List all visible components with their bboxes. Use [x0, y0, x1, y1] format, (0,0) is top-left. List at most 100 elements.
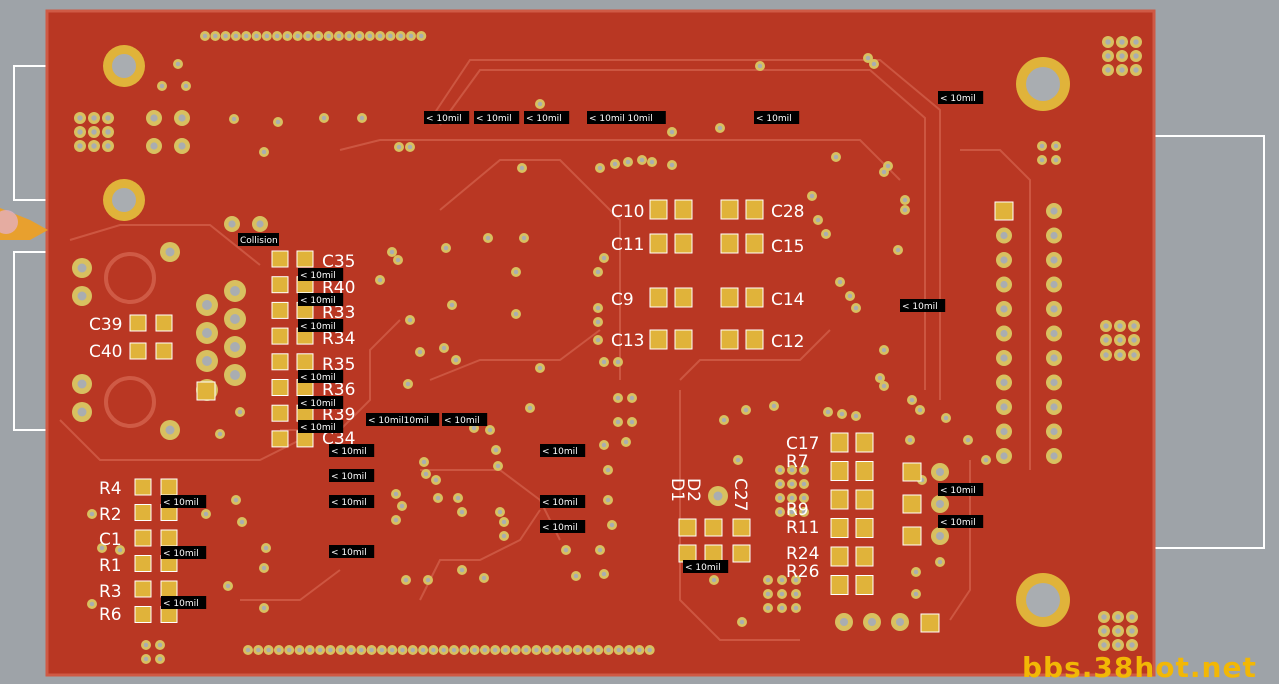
ref-r33[interactable]: R33 [322, 303, 355, 323]
smd-pad[interactable] [674, 329, 693, 350]
th-pad-square[interactable] [902, 494, 922, 514]
drc-clearance-marker[interactable]: < 10mil [442, 413, 488, 426]
smd-pad[interactable] [678, 518, 697, 537]
drc-clearance-marker[interactable]: < 10mil10mil [366, 413, 440, 426]
smd-pad[interactable] [720, 287, 739, 308]
smd-pad[interactable] [160, 478, 178, 496]
drc-clearance-marker[interactable]: < 10mil [540, 495, 586, 508]
smd-pad[interactable] [830, 518, 849, 538]
drc-clearance-marker[interactable]: < 10mil [938, 515, 984, 528]
smd-pad[interactable] [271, 404, 289, 422]
smd-pad[interactable] [271, 327, 289, 345]
ref-r4[interactable]: R4 [99, 479, 122, 499]
smd-pad[interactable] [830, 575, 849, 595]
smd-pad[interactable] [855, 518, 874, 538]
ref-c11[interactable]: C11 [611, 235, 645, 255]
ref-r26[interactable]: R26 [786, 562, 819, 582]
drc-clearance-marker[interactable]: < 10mil [161, 596, 207, 609]
ref-r2[interactable]: R2 [99, 505, 122, 525]
ref-c39[interactable]: C39 [89, 315, 123, 335]
smd-pad[interactable] [745, 233, 764, 254]
smd-pad[interactable] [296, 353, 314, 371]
smd-pad[interactable] [134, 580, 152, 598]
smd-pad[interactable] [745, 287, 764, 308]
smd-pad[interactable] [855, 575, 874, 595]
ref-c28[interactable]: C28 [771, 202, 805, 222]
ref-c10[interactable]: C10 [611, 202, 645, 222]
drc-collision-marker[interactable]: Collision [238, 233, 279, 246]
smd-pad[interactable] [271, 379, 289, 396]
smd-pad[interactable] [160, 529, 178, 547]
smd-pad[interactable] [855, 489, 874, 510]
th-pad-square[interactable] [902, 462, 922, 482]
drc-clearance-marker[interactable]: < 10mil [329, 495, 375, 508]
smd-pad[interactable] [271, 353, 289, 371]
smd-pad[interactable] [732, 544, 751, 563]
smd-pad[interactable] [649, 287, 668, 308]
smd-pad[interactable] [830, 489, 849, 510]
drc-clearance-marker[interactable]: < 10mil [298, 420, 344, 433]
drc-clearance-marker[interactable]: < 10mil [474, 111, 520, 124]
drc-clearance-marker[interactable]: < 10mil [938, 483, 984, 496]
ref-d2[interactable]: D2 [683, 478, 703, 502]
ref-c1[interactable]: C1 [99, 530, 122, 550]
smd-pad[interactable] [720, 199, 739, 220]
ref-c13[interactable]: C13 [611, 331, 645, 351]
smd-pad[interactable] [271, 250, 289, 268]
smd-pad[interactable] [732, 518, 751, 537]
smd-pad[interactable] [649, 233, 668, 254]
smd-pad[interactable] [134, 504, 152, 521]
ref-c15[interactable]: C15 [771, 237, 805, 257]
drc-clearance-marker[interactable]: < 10mil [329, 469, 375, 482]
smd-pad[interactable] [674, 287, 693, 308]
ref-d1[interactable]: D1 [667, 478, 687, 502]
smd-pad[interactable] [271, 301, 289, 319]
th-pad-square[interactable] [994, 201, 1014, 221]
ref-c35[interactable]: C35 [322, 252, 356, 272]
ref-r7[interactable]: R7 [786, 452, 809, 472]
ref-c14[interactable]: C14 [771, 290, 805, 310]
drc-clearance-marker[interactable]: < 10mil [900, 299, 946, 312]
smd-pad[interactable] [134, 555, 152, 572]
smd-pad[interactable] [155, 342, 173, 360]
smd-pad[interactable] [830, 546, 849, 567]
th-pad-square[interactable] [920, 613, 940, 633]
smd-pad[interactable] [674, 233, 693, 254]
ref-c12[interactable]: C12 [771, 332, 805, 352]
drc-clearance-marker[interactable]: < 10mil [540, 444, 586, 457]
drc-clearance-marker[interactable]: < 10mil 10mil [587, 111, 666, 124]
drc-clearance-marker[interactable]: < 10mil [683, 560, 729, 573]
smd-pad[interactable] [134, 478, 152, 496]
ref-c9[interactable]: C9 [611, 290, 634, 310]
ref-c40[interactable]: C40 [89, 342, 123, 362]
ref-r3[interactable]: R3 [99, 582, 122, 602]
th-pad-square[interactable] [902, 526, 922, 546]
smd-pad[interactable] [271, 430, 289, 448]
smd-pad[interactable] [160, 580, 178, 598]
ref-r36[interactable]: R36 [322, 380, 355, 400]
ref-r11[interactable]: R11 [786, 518, 819, 538]
smd-pad[interactable] [649, 329, 668, 350]
drc-clearance-marker[interactable]: < 10mil [329, 444, 375, 457]
smd-pad[interactable] [134, 606, 152, 623]
ref-r1[interactable]: R1 [99, 556, 122, 576]
ref-r24[interactable]: R24 [786, 544, 819, 564]
drc-clearance-marker[interactable]: < 10mil [298, 293, 344, 306]
drc-clearance-marker[interactable]: < 10mil [424, 111, 470, 124]
ref-r34[interactable]: R34 [322, 329, 355, 349]
smd-pad[interactable] [745, 329, 764, 350]
smd-pad[interactable] [129, 342, 147, 360]
drc-clearance-marker[interactable]: < 10mil [161, 495, 207, 508]
smd-pad[interactable] [296, 250, 314, 268]
drc-clearance-marker[interactable]: < 10mil [938, 91, 984, 104]
drc-clearance-marker[interactable]: < 10mil [540, 520, 586, 533]
ref-c27[interactable]: C27 [730, 478, 750, 512]
smd-pad[interactable] [649, 199, 668, 220]
drc-clearance-marker[interactable]: < 10mil [298, 396, 344, 409]
smd-pad[interactable] [678, 544, 697, 563]
drc-clearance-marker[interactable]: < 10mil [329, 545, 375, 558]
drc-clearance-marker[interactable]: < 10mil [524, 111, 570, 124]
drc-clearance-marker[interactable]: < 10mil [298, 370, 344, 383]
drc-clearance-marker[interactable]: < 10mil [754, 111, 800, 124]
